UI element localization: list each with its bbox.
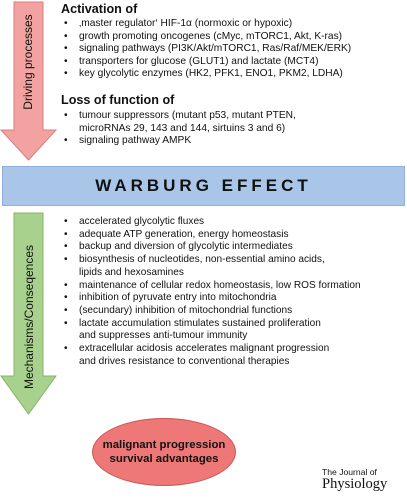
list-item: ‚master regulator‘ HIF-1α (normoxic or h…	[61, 18, 351, 31]
list-item: backup and diversion of glycolytic inter…	[61, 241, 361, 254]
list-item: biosynthesis of nucleotides, non-essenti…	[61, 254, 361, 279]
list-item: lactate accumulation stimulates sustaine…	[61, 318, 361, 343]
outcome-ellipse: malignant progression survival advantage…	[92, 418, 236, 486]
journal-logo-small-text: The Journal of	[322, 467, 377, 477]
list-item-line: and suppresses anti-tumour immunity	[79, 330, 248, 342]
mechanisms-arrow	[0, 212, 57, 415]
loss-heading: Loss of function of	[61, 93, 175, 107]
outcome-line-1: malignant progression	[102, 439, 226, 451]
list-item-line: lipids and hexosamines	[79, 266, 184, 278]
loss-list: tumour suppressors (mutant p53, mutant P…	[61, 110, 296, 148]
warburg-effect-bar: WARBURG EFFECT	[2, 166, 405, 206]
list-item: growth promoting oncogenes (cMyc, mTORC1…	[61, 31, 351, 44]
list-item-line: biosynthesis of nucleotides, non-essenti…	[79, 254, 325, 266]
warburg-effect-title: WARBURG EFFECT	[95, 176, 312, 195]
list-item: extracellular acidosis accelerates malig…	[61, 343, 361, 368]
journal-logo: The Journal of Physiology	[322, 468, 387, 492]
list-item: tumour suppressors (mutant p53, mutant P…	[61, 110, 296, 135]
list-item-line: microRNAs 29, 143 and 144, sirtuins 3 an…	[79, 122, 286, 134]
mechanisms-consequences-label: Mechanisms/Conseqences	[22, 244, 36, 390]
list-item: adequate ATP generation, energy homeosta…	[61, 229, 361, 242]
list-item-line: extracellular acidosis accelerates malig…	[79, 343, 330, 355]
list-item: accelerated glycolytic fluxes	[61, 216, 361, 229]
list-item-line: and drives resistance to conventional th…	[79, 355, 290, 367]
list-item: transporters for glucose (GLUT1) and lac…	[61, 56, 351, 69]
list-item: signaling pathways (PI3K/Akt/mTORC1, Ras…	[61, 43, 351, 56]
list-item: (secundary) inhibition of mitochondrial …	[61, 305, 361, 318]
activation-heading: Activation of	[61, 2, 138, 16]
mechanisms-list: accelerated glycolytic fluxes adequate A…	[61, 216, 361, 368]
journal-logo-title: Physiology	[322, 476, 388, 492]
list-item: key glycolytic enzymes (HK2, PFK1, ENO1,…	[61, 68, 351, 81]
driving-processes-label: Driving processes	[21, 14, 35, 110]
list-item: maintenance of cellular redox homeostasi…	[61, 280, 361, 293]
list-item-line: tumour suppressors (mutant p53, mutant P…	[79, 110, 296, 121]
outcome-line-2: survival advantages	[109, 453, 219, 465]
list-item: signaling pathway AMPK	[61, 135, 296, 148]
activation-list: ‚master regulator‘ HIF-1α (normoxic or h…	[61, 18, 351, 81]
list-item: inhibition of pyruvate entry into mitoch…	[61, 292, 361, 305]
driving-processes-arrow	[0, 1, 58, 161]
list-item-line: lactate accumulation stimulates sustaine…	[79, 317, 321, 329]
